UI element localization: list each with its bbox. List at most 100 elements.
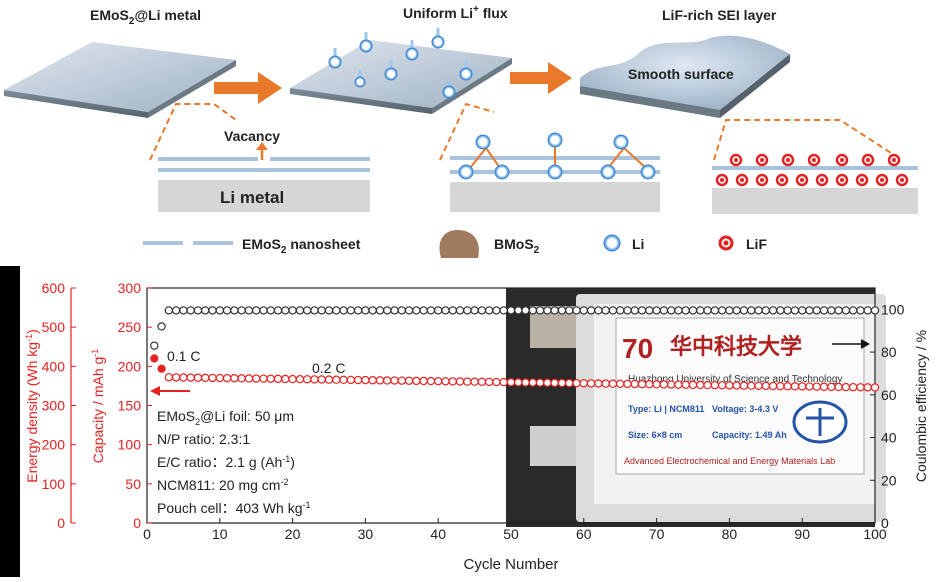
- capacity-point: [230, 374, 239, 383]
- ce-point: [506, 306, 516, 315]
- capacity-point: [754, 381, 763, 391]
- ce-point: [710, 306, 720, 315]
- li-ion-flux: [328, 28, 473, 99]
- legend-li-label: Li: [632, 236, 644, 252]
- capacity-point: [608, 379, 618, 388]
- li-metal-block: [158, 180, 370, 212]
- ce-point: [215, 306, 224, 315]
- panel3-title: LiF-rich SEI layer: [662, 7, 777, 23]
- nanosheet-legend-icon: [193, 241, 233, 245]
- capacity-point: [710, 380, 720, 390]
- capacity-point: [666, 380, 676, 389]
- ce-point: [346, 306, 356, 315]
- ce-point: [230, 306, 239, 315]
- energy-tick-label: 0: [57, 515, 65, 531]
- ce-point: [637, 306, 647, 315]
- capacity-point: [834, 382, 843, 392]
- capacity-point: [324, 375, 334, 384]
- capacity-point: [594, 379, 603, 388]
- nanosheet-legend-icon: [143, 241, 183, 245]
- capacity-point: [383, 376, 392, 385]
- ce-point: [623, 306, 632, 315]
- ce-point: [368, 306, 377, 315]
- capacity-point: [441, 377, 450, 386]
- capacity-tick-label: 150: [118, 398, 142, 414]
- capacity-point: [288, 374, 297, 384]
- capacity-tick-label: 50: [125, 476, 141, 492]
- capacity-point: [281, 374, 290, 384]
- capacity-point: [201, 373, 210, 383]
- ce-tick-label: 80: [881, 344, 897, 360]
- li-metal-label: Li metal: [220, 188, 284, 207]
- ce-tick-label: 100: [881, 301, 905, 317]
- legend-bmos2-label: BMoS2: [494, 236, 540, 256]
- capacity-point: [448, 377, 457, 386]
- ce-point: [441, 306, 450, 315]
- ce-point: [645, 306, 654, 315]
- ce-point: [848, 306, 858, 315]
- capacity-point: [645, 380, 654, 389]
- ce-point: [295, 306, 305, 315]
- pouch-capacity-line: Capacity: 1.49 Ah: [712, 430, 787, 440]
- capacity-point: [259, 374, 268, 383]
- ce-point: [783, 306, 792, 315]
- ce-point: [470, 306, 479, 315]
- ce-point: [594, 306, 603, 315]
- ce-point: [324, 306, 334, 315]
- capacity-point: [827, 382, 836, 392]
- ce-point: [514, 306, 523, 315]
- ce-point: [434, 306, 443, 315]
- capacity-point: [404, 376, 414, 385]
- schematic-panel: EMoS2@Li metal Uniform Li+ flux LiF-rich…: [0, 0, 942, 266]
- ce-point: [688, 306, 698, 315]
- x-tick-label: 40: [430, 526, 446, 542]
- x-tick-label: 20: [285, 526, 301, 542]
- ce-point: [652, 306, 661, 315]
- ce-point: [776, 306, 785, 315]
- energy-tick-label: 300: [42, 398, 66, 414]
- vacancy-label: Vacancy: [224, 128, 280, 144]
- ce-point: [732, 306, 741, 315]
- ce-point: [630, 306, 639, 315]
- capacity-point: [353, 375, 363, 385]
- chart-area: 70 华中科技大学 Huazhong University of Science…: [20, 266, 942, 577]
- capacity-point: [332, 375, 341, 384]
- ce-point: [244, 306, 254, 315]
- param-pouch-cell: Pouch cell：403 Wh kg-1: [157, 500, 311, 516]
- capacity-point: [703, 380, 712, 390]
- ce-point: [739, 306, 749, 315]
- ce-point: [484, 306, 494, 315]
- smooth-surface-label: Smooth surface: [628, 66, 734, 82]
- ce-point: [834, 306, 843, 315]
- capacity-point: [397, 376, 406, 385]
- capacity-point: [186, 373, 195, 382]
- ce-point: [681, 306, 690, 315]
- capacity-point: [812, 382, 821, 391]
- capacity-point: [674, 380, 683, 389]
- ce-point: [521, 306, 530, 315]
- capacity-point: [521, 378, 530, 387]
- capacity-point: [506, 378, 516, 387]
- ce-point: [288, 306, 297, 315]
- capacity-point: [601, 379, 610, 388]
- x-tick-label: 30: [358, 526, 374, 542]
- ce-point: [361, 306, 370, 315]
- deposition-section: [450, 132, 660, 212]
- param-np-ratio: N/P ratio: 2.3:1: [157, 431, 250, 447]
- capacity-point: [848, 382, 858, 392]
- ce-point: [186, 306, 195, 315]
- capacity-point: [434, 376, 443, 386]
- capacity-point: [739, 381, 749, 390]
- capacity-point: [470, 377, 479, 386]
- li-legend-icon: [603, 234, 621, 252]
- ce-point: [557, 306, 567, 315]
- ce-point: [339, 306, 348, 315]
- uniform-flux-plate: [290, 40, 512, 114]
- ce-point: [579, 306, 589, 315]
- capacity-point: [856, 383, 865, 392]
- capacity-point: [499, 377, 508, 387]
- ce-point: [768, 306, 778, 315]
- capacity-point: [266, 374, 275, 383]
- ce-point: [273, 306, 283, 315]
- ce-point: [586, 306, 596, 315]
